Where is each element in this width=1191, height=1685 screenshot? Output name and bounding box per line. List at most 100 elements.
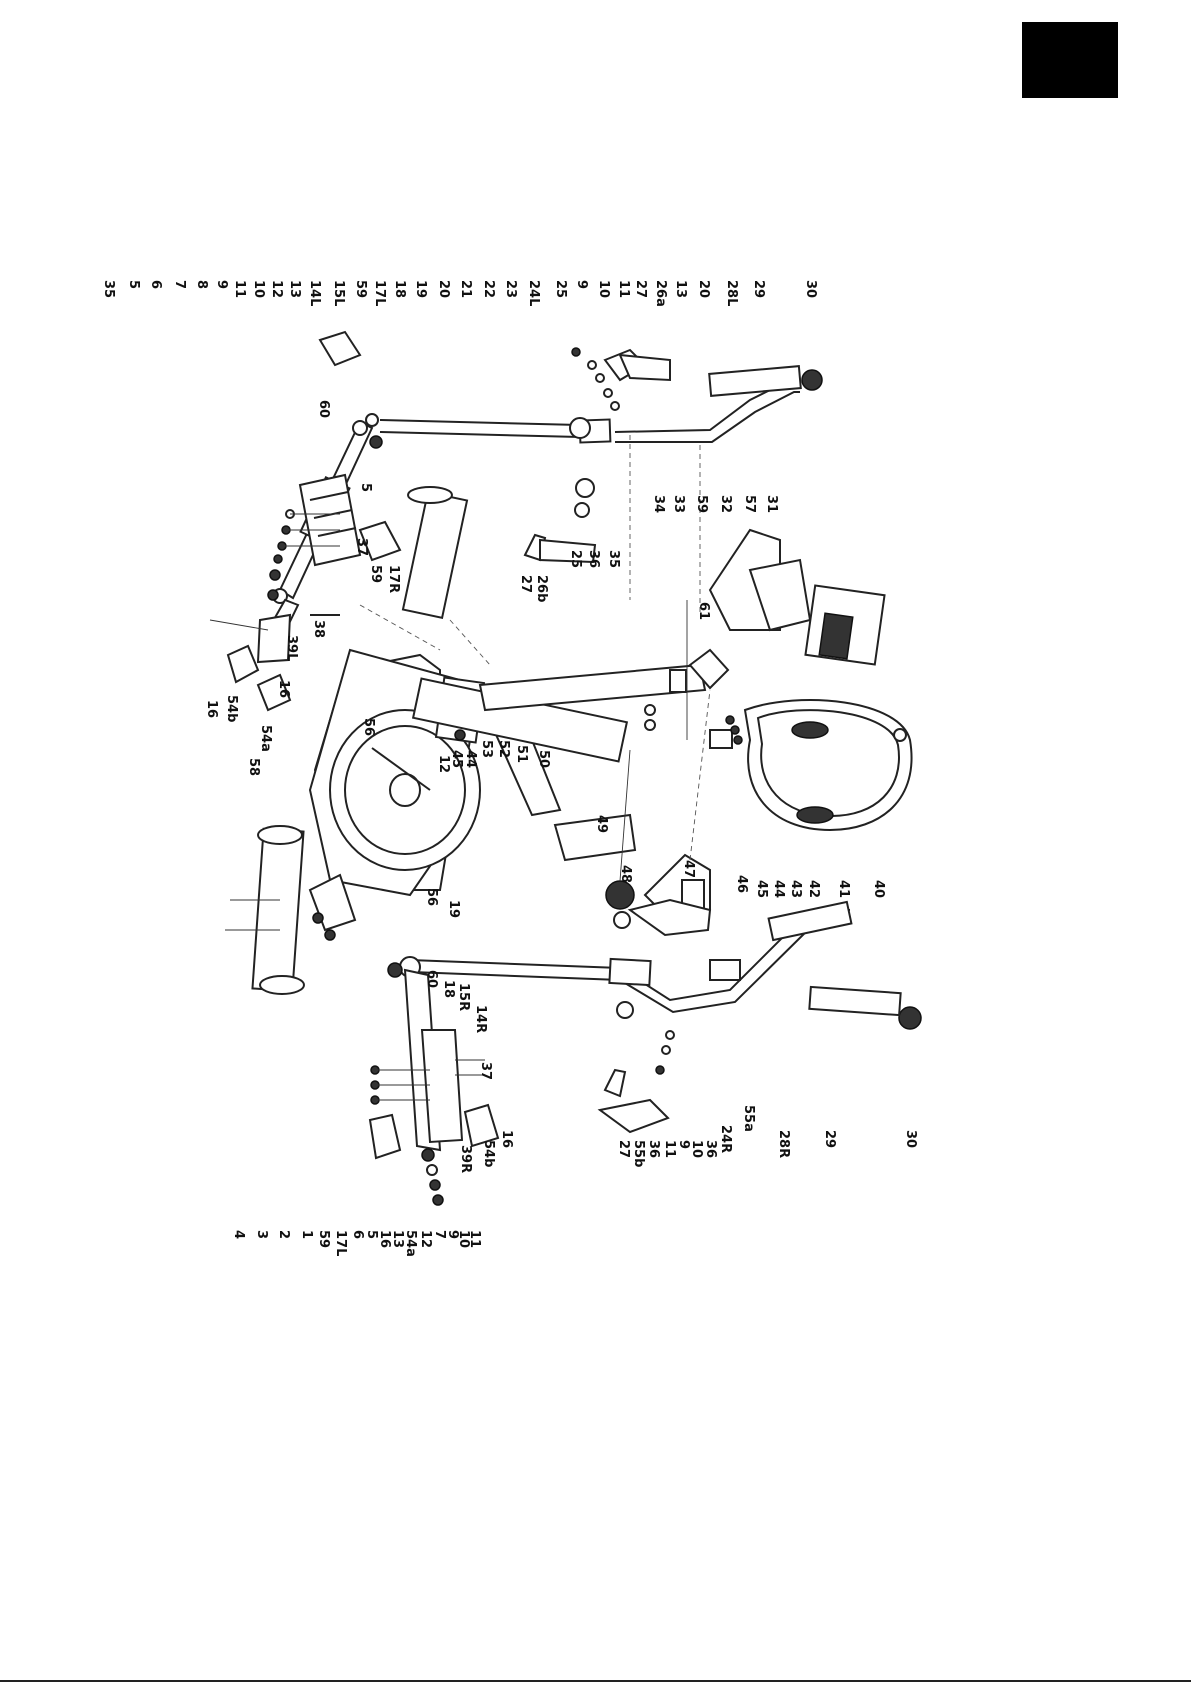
label-51: 51 [514, 745, 529, 763]
label-17L-r: 17L [333, 1230, 348, 1256]
label-24L: 24L [526, 280, 541, 306]
label-3: 3 [254, 1230, 269, 1239]
label-11d: 11 [662, 1140, 677, 1158]
label-6: 6 [148, 280, 163, 289]
label-28L: 28L [724, 280, 739, 306]
label-54a: 54a [258, 725, 273, 752]
label-12c: 12 [418, 1230, 433, 1248]
label-11c: 11 [467, 1230, 482, 1248]
console-mast [411, 528, 913, 927]
label-36c: 36 [703, 1140, 718, 1158]
label-45b: 45 [754, 880, 769, 898]
label-47: 47 [681, 860, 696, 878]
label-10c: 10 [456, 1230, 471, 1248]
label-16c: 16 [499, 1130, 514, 1148]
label-50: 50 [536, 750, 551, 768]
page-bottom-rule [0, 1680, 1191, 1682]
label-25: 25 [553, 280, 568, 298]
label-2: 2 [276, 1230, 291, 1239]
label-29: 29 [751, 280, 766, 298]
label-59d: 59 [316, 1230, 331, 1248]
label-6b: 6 [350, 1230, 365, 1239]
label-53: 53 [479, 740, 494, 758]
label-14R: 14R [473, 1005, 488, 1033]
main-frame-flywheel [225, 604, 491, 995]
label-27b: 27 [518, 575, 533, 593]
label-43: 43 [788, 880, 803, 898]
label-20: 20 [436, 280, 451, 298]
label-59: 59 [353, 280, 368, 298]
label-16: 16 [276, 680, 291, 698]
exploded-parts-diagram: 35 5 6 7 8 9 11 10 12 13 14L 15L 59 17L … [101, 280, 922, 1257]
left-pedal-arm-assembly [209, 330, 469, 712]
label-60: 60 [316, 400, 331, 418]
label-31: 31 [764, 495, 779, 513]
label-10d: 10 [689, 1140, 704, 1158]
label-59b: 59 [368, 565, 383, 583]
label-55b: 55b [631, 1140, 646, 1167]
right-pedal-arm-assembly [368, 968, 500, 1206]
label-30b: 30 [903, 1130, 918, 1148]
label-37b: 37 [478, 1062, 493, 1080]
label-48: 48 [618, 865, 633, 883]
label-59c: 59 [694, 495, 709, 513]
label-23: 23 [503, 280, 518, 298]
label-10: 10 [251, 280, 266, 298]
label-17L: 17L [372, 280, 387, 306]
label-4: 4 [231, 1230, 246, 1239]
label-30: 30 [803, 280, 818, 298]
label-49: 49 [594, 815, 609, 833]
label-5: 5 [126, 280, 141, 289]
label-54a-r: 54a [403, 1230, 418, 1257]
label-16d: 16 [377, 1230, 392, 1248]
label-58: 58 [246, 758, 261, 776]
part-labels-center: 37 59 17R 38 39L 16 54a 54b 16 56 12 45 … [204, 400, 886, 898]
right-handlebar-assembly [387, 898, 922, 1134]
label-41: 41 [836, 880, 851, 898]
label-35: 35 [101, 280, 116, 298]
label-52: 52 [496, 740, 511, 758]
label-40: 40 [871, 880, 886, 898]
label-5c: 5 [364, 1230, 379, 1239]
label-45: 45 [449, 750, 464, 768]
label-16b: 16 [204, 700, 219, 718]
label-7: 7 [172, 280, 187, 289]
label-14L: 14L [307, 280, 322, 306]
label-9d: 9 [676, 1140, 691, 1149]
label-25b: 25 [568, 550, 583, 568]
label-42: 42 [806, 880, 821, 898]
label-7b: 7 [432, 1230, 447, 1239]
part-labels-right: 58 56 19 60 18 15R 14R 37 16 54b 39R 4 3… [231, 758, 918, 1257]
label-1: 1 [299, 1230, 314, 1239]
label-55a: 55a [741, 1105, 756, 1132]
label-17R: 17R [386, 565, 401, 593]
label-18b: 18 [441, 980, 456, 998]
corner-tab [1022, 22, 1118, 98]
label-28R: 28R [776, 1130, 791, 1158]
part-labels-left: 35 5 6 7 8 9 11 10 12 13 14L 15L 59 17L … [101, 280, 818, 307]
label-54b-r: 54b [481, 1140, 496, 1167]
label-5b: 5 [358, 483, 373, 492]
label-35b: 35 [606, 550, 621, 568]
label-38: 38 [311, 620, 326, 638]
label-12: 12 [269, 280, 284, 298]
label-18: 18 [392, 280, 407, 298]
label-36: 36 [586, 550, 601, 568]
label-15R: 15R [456, 983, 471, 1011]
label-24R: 24R [718, 1125, 733, 1153]
label-44b: 44 [771, 880, 786, 898]
label-8: 8 [194, 280, 209, 289]
label-19: 19 [413, 280, 428, 298]
label-57: 57 [742, 495, 757, 513]
label-37: 37 [354, 538, 369, 556]
label-29b: 29 [822, 1130, 837, 1148]
label-13c: 13 [390, 1230, 405, 1248]
label-60b: 60 [424, 970, 439, 988]
label-12b: 12 [436, 755, 451, 773]
label-27c: 27 [616, 1140, 631, 1158]
label-20b: 20 [696, 280, 711, 298]
label-11: 11 [232, 280, 247, 298]
label-32: 32 [718, 495, 733, 513]
label-13: 13 [287, 280, 302, 298]
